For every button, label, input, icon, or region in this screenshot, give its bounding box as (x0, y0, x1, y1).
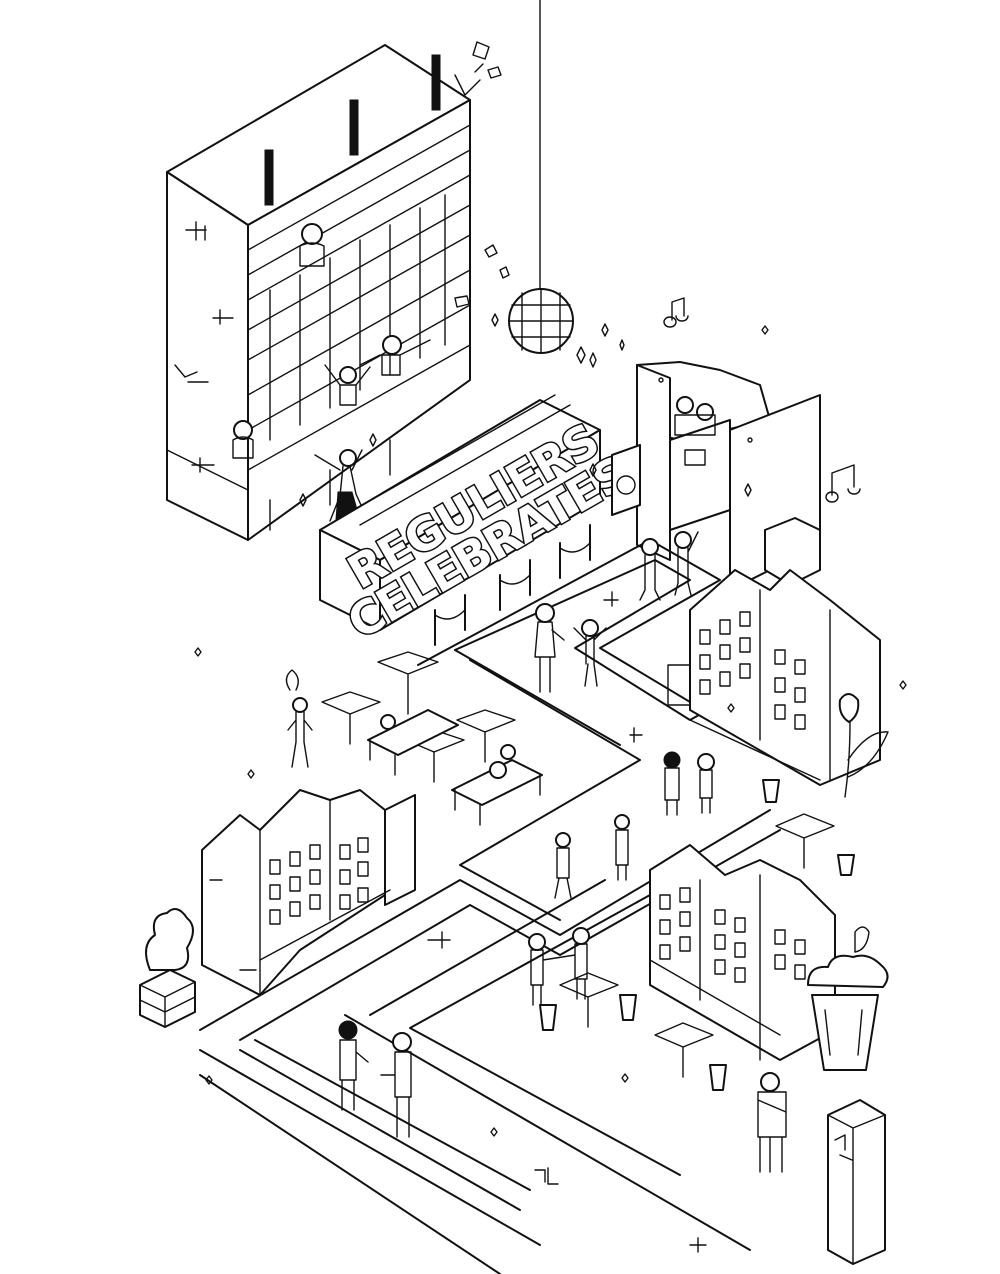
terrace-furniture (321, 651, 855, 1091)
person-smoking (285, 669, 313, 768)
people-dancing-pair (528, 927, 590, 1006)
canal-houses-lower (649, 844, 836, 1061)
canal-houses-left (201, 789, 416, 996)
tall-building (166, 41, 502, 541)
people-couple (338, 1020, 412, 1138)
tulip-icon (838, 693, 889, 798)
dj-stage (611, 361, 821, 591)
music-note-icon (663, 297, 861, 503)
person-standing (614, 814, 630, 881)
person-chatting (534, 603, 565, 693)
people-at-stage (639, 531, 699, 601)
dancer-on-sign (314, 449, 367, 522)
person-walking (697, 753, 715, 814)
person-waving (573, 619, 607, 687)
beer-glass-icon (807, 926, 889, 1071)
people-hugging (757, 1072, 787, 1173)
disco-ball-icon (491, 0, 609, 364)
info-pillar (827, 1099, 886, 1265)
sparkle-icon (194, 244, 907, 1137)
people (285, 531, 787, 1173)
smoking-planter (139, 908, 196, 1028)
person-black-hair (663, 751, 681, 816)
person-chatting-2 (554, 832, 572, 899)
canal-houses-upper (667, 569, 881, 786)
